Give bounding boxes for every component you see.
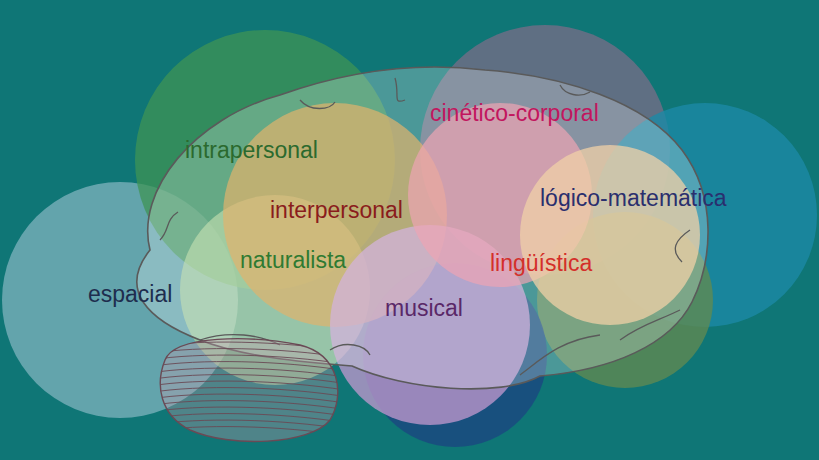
intelligence-label: cinético-corporal [430, 101, 599, 126]
intelligence-label: lingüística [490, 251, 592, 276]
intelligence-label: musical [385, 296, 463, 321]
intelligence-label: lógico-matemática [540, 186, 727, 211]
intelligence-label: intrapersonal [185, 138, 318, 163]
intelligence-label: espacial [88, 282, 172, 307]
intelligence-label: naturalista [240, 248, 346, 273]
cerebellum [150, 339, 345, 442]
intelligence-circles [2, 25, 817, 447]
intelligence-label: interpersonal [270, 198, 403, 223]
